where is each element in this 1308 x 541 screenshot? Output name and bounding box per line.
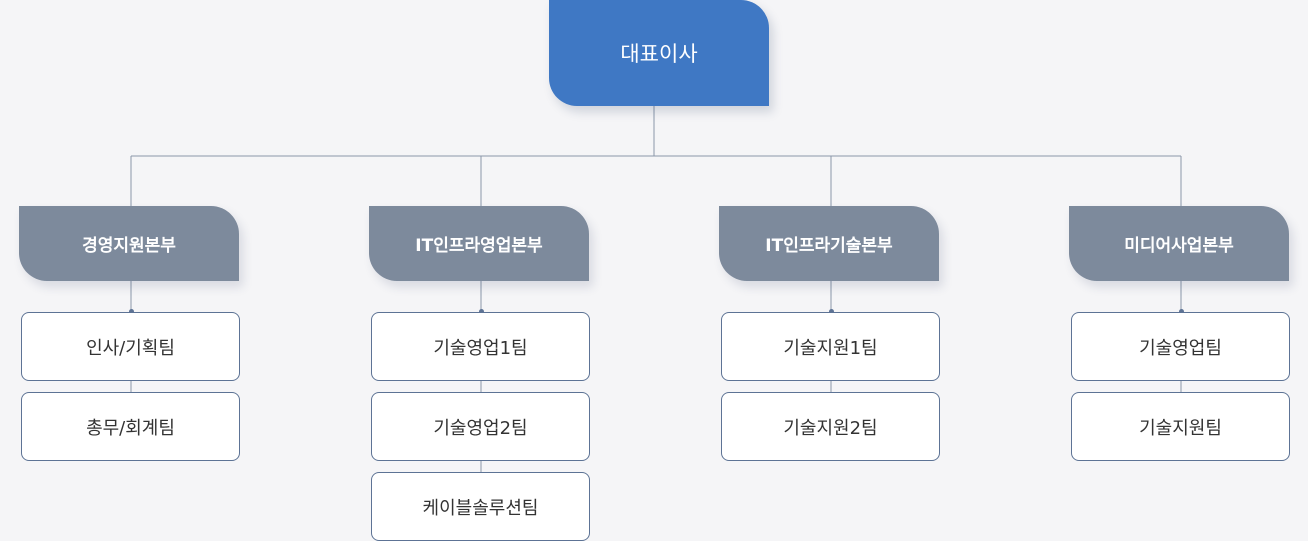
team-label: 케이블솔루션팀 (422, 497, 539, 519)
team-label: 기술지원1팀 (783, 337, 878, 359)
division-management-support: 경영지원본부 (19, 206, 239, 281)
team-box: 기술영업2팀 (371, 392, 590, 461)
team-label: 기술영업팀 (1139, 337, 1222, 359)
ceo-label: 대표이사 (620, 42, 698, 66)
ceo-box: 대표이사 (549, 0, 769, 106)
team-box: 기술영업팀 (1071, 312, 1290, 381)
team-box: 기술영업1팀 (371, 312, 590, 381)
division-it-infra-sales: IT인프라영업본부 (369, 206, 589, 281)
division-label: IT인프라기술본부 (765, 236, 893, 256)
team-label: 기술영업1팀 (433, 337, 528, 359)
division-label: 미디어사업본부 (1124, 236, 1234, 256)
team-box: 케이블솔루션팀 (371, 472, 590, 541)
connector-dot (479, 309, 484, 314)
team-box: 총무/회계팀 (21, 392, 240, 461)
division-media-business: 미디어사업본부 (1069, 206, 1289, 281)
team-box: 기술지원팀 (1071, 392, 1290, 461)
team-label: 기술지원팀 (1139, 417, 1222, 439)
connector-dot (129, 309, 134, 314)
team-label: 기술영업2팀 (433, 417, 528, 439)
connector-dot (829, 309, 834, 314)
division-label: 경영지원본부 (82, 236, 176, 256)
team-box: 인사/기획팀 (21, 312, 240, 381)
team-box: 기술지원2팀 (721, 392, 940, 461)
team-label: 인사/기획팀 (86, 337, 175, 359)
team-label: 기술지원2팀 (783, 417, 878, 439)
team-box: 기술지원1팀 (721, 312, 940, 381)
connector-dot (1179, 309, 1184, 314)
division-it-infra-tech: IT인프라기술본부 (719, 206, 939, 281)
division-label: IT인프라영업본부 (415, 236, 543, 256)
team-label: 총무/회계팀 (86, 417, 175, 439)
